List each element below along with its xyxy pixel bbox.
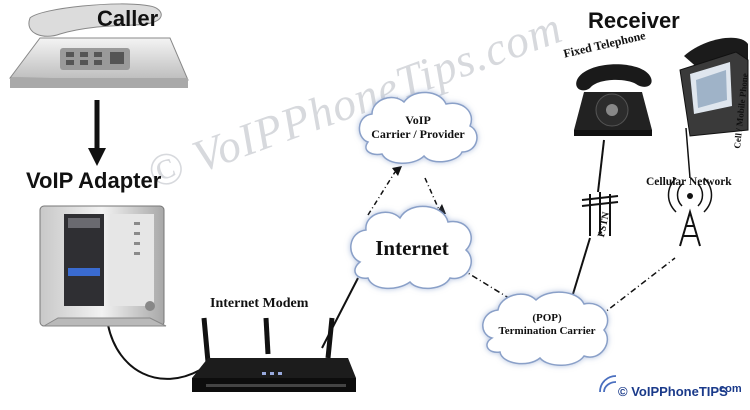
carrier-cloud-text: VoIP Carrier / Provider <box>358 113 478 142</box>
internet-cloud <box>350 205 472 290</box>
pop-cloud-text: (POP) Termination Carrier <box>480 312 614 337</box>
carrier-arrowhead <box>392 166 402 176</box>
voip-carrier-cloud <box>358 91 478 164</box>
pop-cloud-line1: (POP) <box>532 312 562 324</box>
pop-to-pstn-line <box>572 237 591 295</box>
caller-to-adapter-arrowhead <box>88 148 106 166</box>
fixed-telephone <box>574 64 652 136</box>
cell-mobile-phone <box>679 37 749 137</box>
pstn-to-fixed-phone-line <box>597 139 605 193</box>
brand-signal-icon <box>599 375 617 393</box>
caller-desk-phone <box>9 3 189 88</box>
pop-termination-cloud <box>482 291 609 366</box>
voip-adapter-label: VoIP Adapter <box>26 168 162 193</box>
pop-to-cellular-dashed <box>599 257 676 317</box>
internet-modem-router <box>192 317 356 392</box>
receiver-label: Receiver <box>588 8 680 33</box>
brand-name: © VoIPPhoneTIPS <box>618 384 728 399</box>
cellular-network-label: Cellular Network <box>646 176 732 188</box>
adapter-to-modem-cable <box>107 324 201 380</box>
internet-cloud-text: Internet <box>375 236 449 260</box>
modem-to-internet-line <box>321 277 359 349</box>
internet-to-carrier-dashed <box>367 171 396 216</box>
voip-adapter-device <box>39 205 167 327</box>
carrier-cloud-line2: Carrier / Provider <box>371 126 465 141</box>
cellular-tower-icon <box>667 177 713 247</box>
pop-cloud-line2: Termination Carrier <box>498 324 596 337</box>
pstn-pole-icon <box>581 192 619 236</box>
caller-label: Caller <box>97 6 159 31</box>
internet-modem-label: Internet Modem <box>210 296 309 311</box>
carrier-cloud-line1: VoIP <box>405 113 431 127</box>
brand-suffix: .com <box>716 383 742 395</box>
cellular-to-mobile-line <box>685 127 691 179</box>
